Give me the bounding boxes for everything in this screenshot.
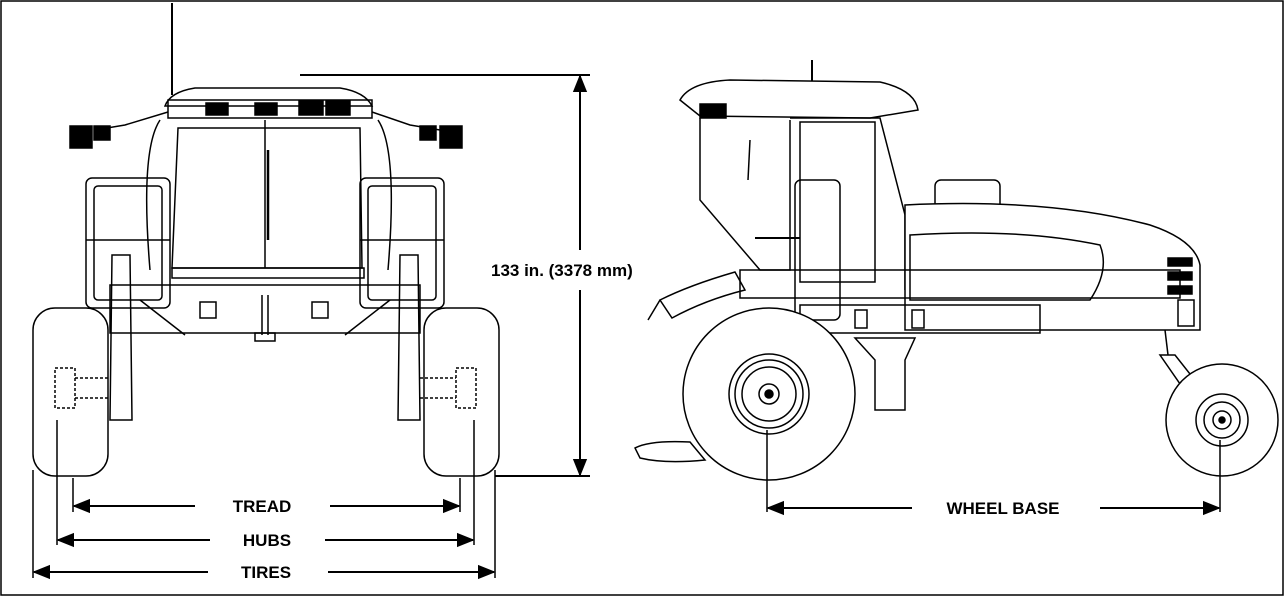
height-dimension: [300, 74, 590, 477]
wheelbase-dimension: [766, 430, 1221, 516]
tread-label: TREAD: [233, 497, 292, 516]
front-extension-lines: [32, 420, 496, 578]
height-label: 133 in. (3378 mm): [491, 261, 633, 280]
hubs-label: HUBS: [243, 531, 291, 550]
tires-label: TIRES: [241, 563, 291, 582]
side-view-machine: [634, 60, 1279, 481]
front-view-machine: [32, 3, 500, 477]
wheelbase-label: WHEEL BASE: [946, 499, 1059, 518]
